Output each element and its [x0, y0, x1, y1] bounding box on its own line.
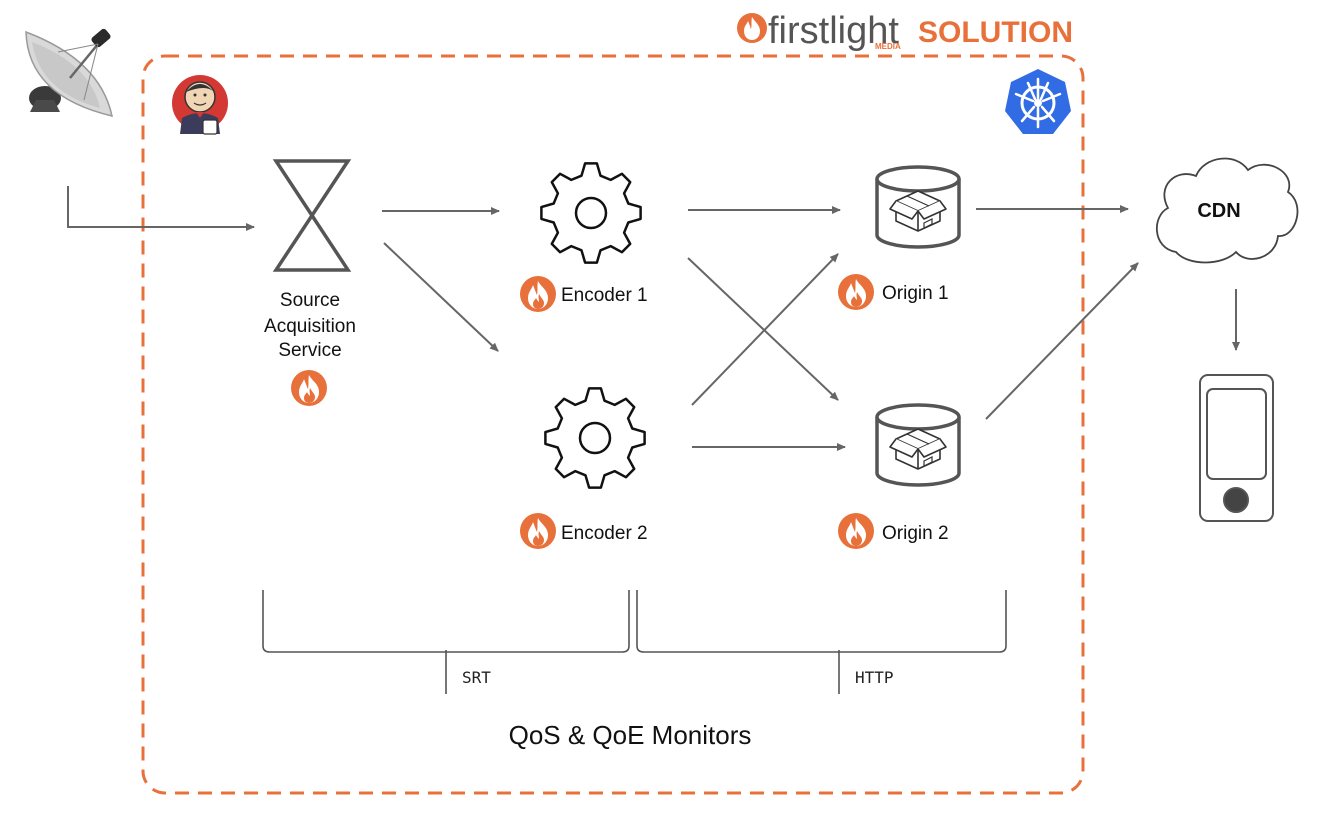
origin1-storage-icon [875, 165, 961, 249]
mobile-phone-icon [1199, 374, 1274, 522]
srt-label: SRT [462, 668, 491, 687]
source-label-line3: Service [278, 340, 341, 361]
source-label-line2: Acquisition [264, 316, 356, 337]
firstlight-logo: firstlight MEDIA [737, 10, 901, 52]
origin2-storage-icon [875, 403, 961, 487]
cdn-cloud-icon [1155, 157, 1299, 264]
encoder2-label: Encoder 2 [561, 523, 648, 544]
encoder1-gear-icon [540, 162, 642, 264]
monitors-label: QoS & QoE Monitors [509, 720, 752, 750]
origin1-flame-icon [838, 274, 874, 310]
arrow-encoder1-to-origin2 [687, 257, 839, 401]
solution-boundary [141, 54, 1085, 795]
source-flame-icon [291, 370, 327, 406]
cdn-label: CDN [1197, 200, 1240, 222]
encoder2-gear-icon [544, 387, 646, 489]
firstlight-flame-icon [737, 13, 767, 43]
brand-sub: MEDIA [875, 42, 901, 51]
http-label: HTTP [855, 668, 894, 687]
source-label-line1: Source [280, 290, 340, 311]
arrow-source-to-encoder2 [383, 242, 499, 352]
encoder2-flame-icon [520, 513, 556, 549]
satellite-dish-icon [25, 28, 113, 118]
kubernetes-helm-icon [1005, 69, 1071, 134]
arrow-encoder2-to-origin1 [691, 253, 839, 406]
brand-name: firstlight [768, 10, 899, 52]
jenkins-butler-icon [172, 75, 228, 135]
source-acquisition-hourglass-icon [272, 159, 352, 272]
origin2-label: Origin 2 [882, 523, 949, 544]
http-bracket [636, 590, 1007, 694]
encoder1-label: Encoder 1 [561, 285, 648, 306]
arrow-satellite-to-source [67, 186, 255, 231]
solution-title: SOLUTION [918, 16, 1073, 49]
origin1-label: Origin 1 [882, 283, 949, 304]
encoder1-flame-icon [520, 276, 556, 312]
srt-bracket [262, 590, 630, 694]
arrow-origin2-to-cdn [985, 262, 1139, 420]
origin2-flame-icon [838, 513, 874, 549]
